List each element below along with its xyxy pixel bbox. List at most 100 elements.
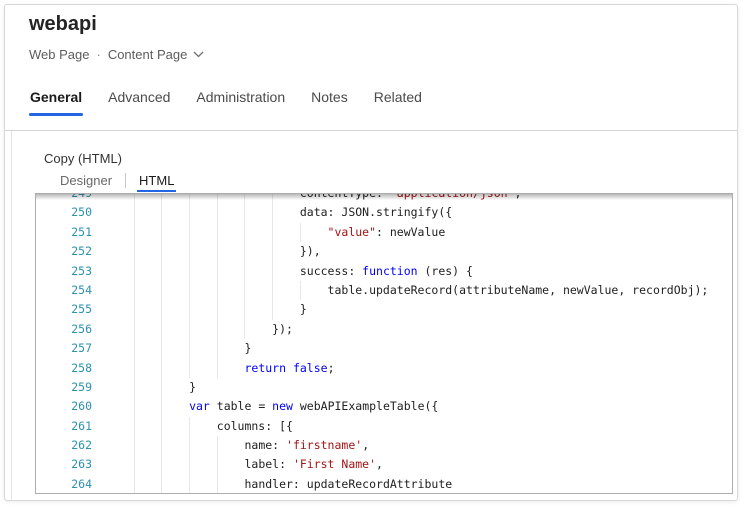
- code-text: }: [92, 339, 251, 359]
- line-number: 264: [71, 476, 92, 491]
- tab-advanced[interactable]: Advanced: [107, 81, 171, 116]
- code-text: columns: [{: [92, 416, 293, 437]
- indent-guide: [161, 203, 163, 223]
- indent-guide: [161, 194, 163, 204]
- indent-guide: [189, 319, 191, 340]
- indent-guide: [216, 358, 218, 378]
- line-number: 256: [71, 321, 92, 336]
- indent-guide: [244, 203, 246, 223]
- code-text: });: [92, 319, 293, 340]
- indent-guide: [216, 242, 218, 262]
- code-editor[interactable]: 249contentType: "application/json",250da…: [35, 193, 733, 494]
- indent-guide: [189, 416, 191, 437]
- indent-guide: [133, 203, 135, 223]
- indent-guide: [189, 280, 191, 301]
- code-line[interactable]: 252}),: [36, 242, 732, 262]
- indent-guide: [133, 436, 135, 456]
- line-number: 254: [71, 282, 92, 297]
- code-line[interactable]: 249contentType: "application/json",: [36, 194, 732, 204]
- line-number: 249: [36, 194, 92, 203]
- indent-guide: [161, 242, 163, 262]
- tab-notes[interactable]: Notes: [310, 81, 349, 116]
- code-text: table.updateRecord(attributeName, newVal…: [92, 280, 708, 301]
- indent-guide: [216, 194, 218, 204]
- indent-guide: [244, 300, 246, 320]
- code-text: "value": newValue: [92, 222, 445, 243]
- indent-guide: [272, 300, 274, 320]
- indent-guide: [189, 358, 191, 378]
- code-text: name: 'firstname',: [92, 436, 369, 456]
- line-number: 263: [71, 457, 92, 472]
- indent-guide: [133, 261, 135, 281]
- code-line[interactable]: 255}: [36, 300, 732, 320]
- indent-guide: [272, 261, 274, 281]
- code-text: success: function (res) {: [92, 261, 473, 281]
- tab-administration[interactable]: Administration: [195, 81, 286, 116]
- line-number: 258: [71, 360, 92, 375]
- indent-guide: [216, 436, 218, 456]
- indent-guide: [133, 194, 135, 204]
- indent-guide: [272, 203, 274, 223]
- indent-guide: [161, 474, 163, 493]
- code-line[interactable]: 257}: [36, 339, 732, 359]
- line-number: 260: [71, 399, 92, 414]
- indent-guide: [161, 261, 163, 281]
- indent-guide: [133, 280, 135, 301]
- subtab-designer[interactable]: Designer: [60, 173, 113, 188]
- indent-guide: [133, 397, 135, 417]
- indent-guide: [189, 242, 191, 262]
- indent-guide: [189, 455, 191, 475]
- indent-guide: [299, 280, 301, 301]
- indent-guide: [244, 319, 246, 340]
- chevron-down-icon: [193, 51, 204, 58]
- code-text: return false;: [92, 358, 335, 378]
- record-subtitle: Web Page · Content Page: [29, 47, 204, 62]
- line-number: 251: [71, 224, 92, 239]
- code-text: label: 'First Name',: [92, 455, 383, 475]
- indent-guide: [161, 280, 163, 301]
- code-lines: 249contentType: "application/json",250da…: [36, 194, 732, 493]
- indent-guide: [189, 300, 191, 320]
- code-text: }: [92, 377, 196, 398]
- indent-guide: [189, 474, 191, 493]
- code-text: }),: [92, 242, 321, 262]
- indent-guide: [216, 319, 218, 340]
- tab-related[interactable]: Related: [373, 81, 423, 116]
- line-number: 261: [71, 418, 92, 433]
- indent-guide: [161, 339, 163, 359]
- indent-guide: [161, 416, 163, 437]
- indent-guide: [216, 261, 218, 281]
- indent-guide: [272, 242, 274, 262]
- indent-guide: [133, 358, 135, 378]
- indent-guide: [133, 339, 135, 359]
- indent-guide: [299, 222, 301, 243]
- indent-guide: [161, 222, 163, 243]
- code-text: }: [92, 300, 307, 320]
- subtab-separator: [125, 173, 127, 188]
- indent-guide: [244, 280, 246, 301]
- form-selector[interactable]: Content Page: [108, 47, 205, 62]
- indent-guide: [161, 319, 163, 340]
- tab-general[interactable]: General: [29, 81, 84, 116]
- indent-guide: [133, 416, 135, 437]
- indent-guide: [189, 339, 191, 359]
- indent-guide: [161, 358, 163, 378]
- code-line[interactable]: 251"value": newValue: [36, 222, 732, 243]
- indent-guide: [133, 300, 135, 320]
- line-number: 257: [71, 341, 92, 356]
- subtab-html[interactable]: HTML: [137, 173, 177, 192]
- code-line[interactable]: 259}: [36, 377, 732, 398]
- code-line[interactable]: 256});: [36, 319, 732, 340]
- form-selector-label: Content Page: [107, 47, 188, 62]
